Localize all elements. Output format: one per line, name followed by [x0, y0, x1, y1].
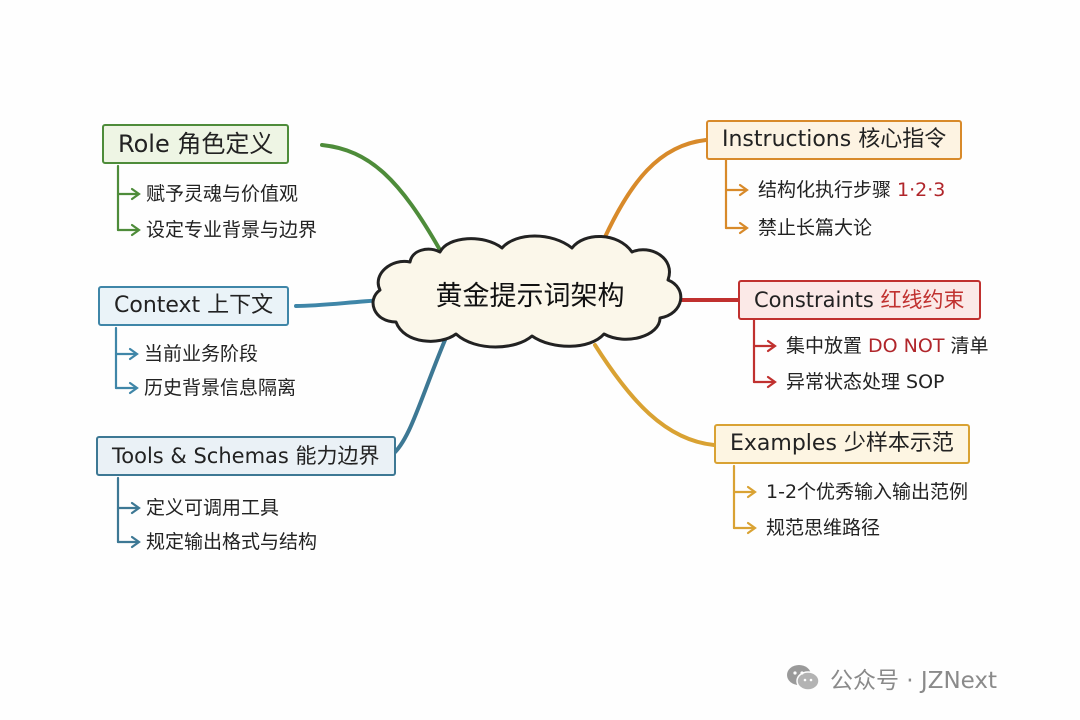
- instructions-node-label: Instructions 核心指令: [722, 127, 947, 152]
- branch-line-examples: [593, 343, 716, 447]
- constraints-subitem-connectors: [752, 318, 777, 389]
- instructions-subitem-connectors: [724, 158, 749, 235]
- context-subitem-connectors: [114, 326, 139, 395]
- branch-line-instructions: [598, 138, 708, 250]
- role-node-label: Role 角色定义: [118, 130, 274, 158]
- context-node: Context 上下文: [98, 286, 290, 326]
- role-node: Role 角色定义: [102, 124, 290, 164]
- tools-item-callable-tools: 定义可调用工具: [146, 497, 280, 519]
- context-item-history-isolation: 历史背景信息隔离: [144, 377, 297, 399]
- constraints-node-label-highlight: 红线约束: [880, 288, 965, 312]
- instructions-item-structured-steps-text: 结构化执行步骤: [758, 179, 898, 201]
- instructions-item-no-rambling: 禁止长篇大论: [758, 217, 873, 239]
- wechat-icon: [787, 665, 820, 691]
- instructions-node: Instructions 核心指令: [706, 120, 963, 160]
- branch-line-tools: [390, 338, 447, 457]
- watermark: 公众号 · JZNext: [786, 660, 997, 696]
- tools-item-output-format: 规定输出格式与结构: [146, 531, 318, 553]
- center-topic-title: 黄金提示词架构: [435, 281, 625, 312]
- tools-subitem-connectors: [116, 476, 141, 549]
- constraints-item-do-not-list-text: 集中放置: [786, 335, 869, 357]
- do-not-highlight: DO NOT: [868, 335, 945, 357]
- center-cloud-shape: [371, 234, 683, 349]
- role-item-soul-values: 赋予灵魂与价值观: [146, 183, 299, 205]
- examples-subitem-connectors: [732, 464, 757, 535]
- tools-schemas-node-label: Tools & Schemas 能力边界: [112, 444, 380, 468]
- examples-node: Examples 少样本示范: [714, 424, 970, 464]
- constraints-node: Constraints 红线约束: [738, 280, 981, 320]
- steps-highlight: 1·2·3: [897, 179, 946, 201]
- context-item-business-stage: 当前业务阶段: [144, 343, 259, 365]
- branch-line-role: [320, 143, 442, 252]
- examples-node-label: Examples 少样本示范: [730, 431, 954, 456]
- role-item-background-boundary: 设定专业背景与边界: [146, 219, 318, 241]
- tools-schemas-node: Tools & Schemas 能力边界: [96, 436, 396, 476]
- context-node-label: Context 上下文: [114, 293, 274, 318]
- role-subitem-connectors: [116, 164, 141, 237]
- constraints-item-exception-sop: 异常状态处理 SOP: [786, 371, 945, 393]
- examples-item-io-samples: 1-2个优秀输入输出范例: [766, 481, 969, 503]
- examples-item-thinking-path: 规范思维路径: [766, 517, 881, 539]
- watermark-text: 公众号 · JZNext: [830, 668, 998, 694]
- constraints-item-do-not-list: 集中放置 DO NOT 清单: [786, 333, 989, 359]
- constraints-item-do-not-list-suffix: 清单: [944, 335, 989, 357]
- instructions-item-structured-steps: 结构化执行步骤 1·2·3: [758, 177, 945, 203]
- constraints-node-label-prefix: Constraints: [754, 288, 881, 312]
